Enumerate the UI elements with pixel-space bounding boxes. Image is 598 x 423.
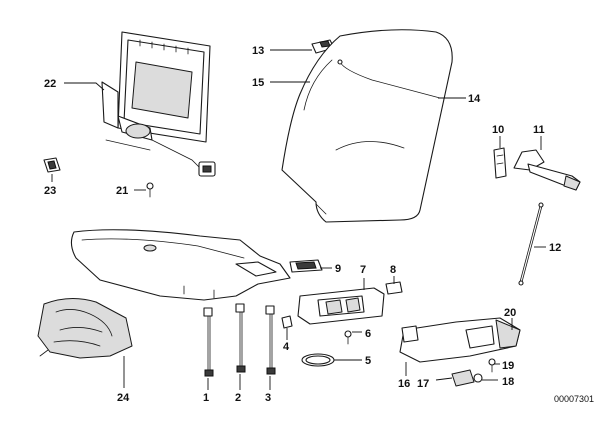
- callout-15: 15: [252, 77, 264, 89]
- callout-11: 11: [533, 124, 545, 136]
- callout-labels: 1 2 3 4 5 6 7 8 9 10 11 12 13 14 15 16 1…: [44, 45, 594, 404]
- backrest-shell[interactable]: [281, 29, 453, 223]
- part-20-switch-assembly[interactable]: [399, 317, 521, 363]
- reference-code: 00007301: [554, 394, 594, 404]
- callout-20: 20: [504, 307, 516, 319]
- callout-21: 21: [116, 185, 128, 197]
- callout-14: 14: [468, 93, 481, 105]
- callout-17: 17: [417, 378, 429, 390]
- part-5-ring[interactable]: [301, 353, 335, 367]
- part-3-wire-harness[interactable]: [265, 305, 276, 375]
- part-23-clip[interactable]: [43, 157, 61, 173]
- callout-8: 8: [390, 264, 396, 276]
- callout-10: 10: [492, 124, 504, 136]
- part-4-terminal[interactable]: [281, 315, 293, 329]
- callout-22: 22: [44, 78, 56, 90]
- part-14-release-cable[interactable]: [337, 59, 441, 99]
- callout-7: 7: [360, 264, 366, 276]
- part-8-cap[interactable]: [385, 281, 403, 295]
- callout-19: 19: [502, 360, 514, 372]
- part-11-lever[interactable]: [513, 149, 581, 191]
- seat-cushion-shell[interactable]: [70, 229, 291, 301]
- callout-16: 16: [398, 378, 410, 390]
- part-22-backrest-frame-with-motor[interactable]: [101, 31, 216, 177]
- callout-5: 5: [365, 355, 371, 367]
- part-9-switch[interactable]: [289, 259, 323, 273]
- callout-2: 2: [235, 392, 241, 404]
- part-24-heating-mat[interactable]: [37, 298, 133, 359]
- part-7-switch-housing[interactable]: [297, 287, 385, 325]
- callout-13: 13: [252, 45, 264, 57]
- part-2-wire-harness[interactable]: [235, 303, 246, 373]
- callout-3: 3: [265, 392, 271, 404]
- part-18-screw[interactable]: [473, 373, 483, 383]
- leader-lines: [51, 49, 546, 390]
- part-6-screw[interactable]: [344, 330, 352, 345]
- part-12-rod[interactable]: [518, 202, 544, 286]
- part-1-wire-harness[interactable]: [203, 307, 214, 377]
- callout-23: 23: [44, 185, 56, 197]
- part-10-cover[interactable]: [493, 147, 507, 179]
- callout-12: 12: [549, 242, 561, 254]
- part-13-bracket[interactable]: [311, 39, 335, 54]
- part-17-knob[interactable]: [451, 369, 475, 387]
- callout-24: 24: [117, 392, 130, 404]
- callout-1: 1: [203, 392, 209, 404]
- callout-18: 18: [502, 376, 514, 388]
- callout-6: 6: [365, 328, 371, 340]
- callout-9: 9: [335, 263, 341, 275]
- part-19-screw[interactable]: [488, 358, 496, 373]
- callout-4: 4: [283, 341, 290, 353]
- part-21-screw[interactable]: [146, 182, 154, 198]
